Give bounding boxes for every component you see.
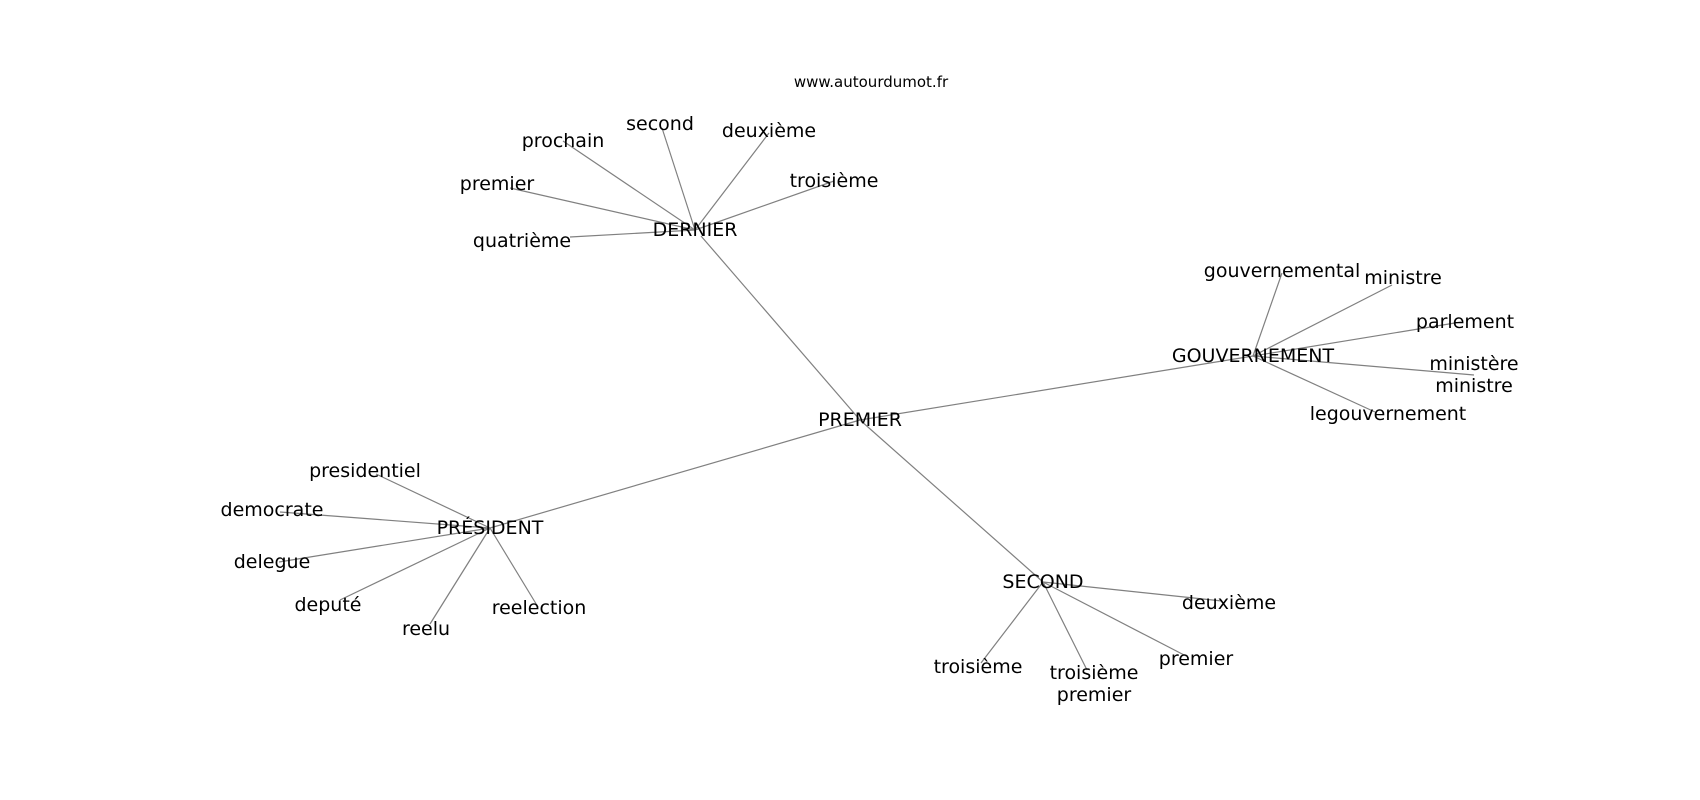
- node-pres-delegue: delegue: [234, 551, 311, 573]
- edge-dernier-to-dernier-quatrieme: [569, 229, 696, 238]
- node-label-dernier-second: second: [626, 113, 694, 135]
- node-label-pres-reelection: reelection: [491, 597, 587, 619]
- edge-president-to-pres-reelu: [429, 527, 491, 625]
- edge-gouvernement-to-gouv-ministre: [1252, 284, 1393, 357]
- node-pres-presidentiel: presidentiel: [309, 460, 421, 482]
- node-label-dernier-prochain: prochain: [521, 130, 605, 152]
- node-label-pres-reelu: reelu: [401, 618, 451, 640]
- edge-president-to-pres-reelection: [489, 527, 539, 608]
- node-gouv-gouvernemental: gouvernemental: [1204, 260, 1360, 282]
- node-pres-democrate: democrate: [221, 499, 324, 521]
- node-label-gouv-ministre: ministre: [1364, 267, 1442, 289]
- node-pres-reelection: reelection: [492, 597, 587, 619]
- node-label-dernier-premier: premier: [459, 173, 535, 195]
- edge-dernier-to-dernier-premier: [509, 187, 696, 231]
- node-label-gouvernement: GOUVERNEMENT: [1171, 345, 1335, 367]
- node-label-gouv-ministere-ministre-1: ministre: [1435, 375, 1513, 397]
- edge-dernier-to-dernier-prochain: [562, 140, 696, 231]
- edge-gouvernement-to-gouv-gouvernemental: [1252, 272, 1283, 357]
- edge-president-to-pres-delegue: [278, 527, 491, 563]
- edge-president-to-pres-democrate: [279, 511, 491, 529]
- node-label-second-troisieme: troisième: [933, 656, 1023, 678]
- node-second-premier: premier: [1159, 648, 1233, 670]
- node-dernier-quatrieme: quatrième: [473, 230, 571, 252]
- node-second-deuxieme: deuxième: [1182, 592, 1276, 614]
- node-label-premier-center: PREMIER: [818, 409, 902, 431]
- edge-second-hub-to-second-troisieme-premier: [1042, 581, 1088, 671]
- node-label-second-troisieme-premier-1: premier: [1056, 684, 1132, 706]
- node-label-president: PRÉSIDENT: [436, 517, 544, 539]
- edge-dernier-to-dernier-second: [661, 127, 696, 231]
- node-gouv-ministre: ministre: [1364, 267, 1442, 289]
- node-pres-depute: deputé: [295, 594, 362, 616]
- edge-premier-center-to-gouvernement: [859, 355, 1254, 421]
- node-label-dernier-troisieme: troisième: [789, 170, 879, 192]
- edge-second-hub-to-second-premier: [1042, 581, 1187, 657]
- node-label-second-troisieme-premier-0: troisième: [1049, 662, 1139, 684]
- edge-president-to-pres-depute: [339, 527, 491, 601]
- edge-president-to-pres-presidentiel: [375, 473, 491, 529]
- node-label-dernier-quatrieme: quatrième: [472, 230, 572, 252]
- node-label-gouv-parlement: parlement: [1415, 311, 1515, 333]
- node-label-gouv-ministere-ministre-0: ministère: [1429, 353, 1519, 375]
- node-dernier-premier: premier: [460, 173, 534, 195]
- edge-dernier-to-dernier-deuxieme: [694, 132, 770, 231]
- edge-gouvernement-to-gouv-ministere-ministre: [1252, 355, 1475, 376]
- node-premier-center: PREMIER: [818, 409, 902, 431]
- node-label-second-hub: SECOND: [1002, 571, 1084, 593]
- node-label-gouv-gouvernemental: gouvernemental: [1203, 260, 1361, 282]
- node-label-pres-delegue: delegue: [233, 551, 311, 573]
- node-gouvernement: GOUVERNEMENT: [1172, 345, 1334, 367]
- edge-second-hub-to-second-deuxieme: [1042, 581, 1223, 602]
- edge-gouvernement-to-gouv-parlement: [1252, 321, 1462, 357]
- node-second-hub: SECOND: [1002, 571, 1083, 593]
- edge-second-hub-to-second-troisieme: [980, 581, 1044, 664]
- edge-premier-center-to-second-hub: [859, 419, 1044, 583]
- node-dernier: DERNIER: [653, 219, 738, 241]
- node-gouv-parlement: parlement: [1416, 311, 1514, 333]
- edge-dernier-to-dernier-troisieme: [694, 180, 835, 231]
- node-label-second-deuxieme: deuxième: [1181, 592, 1277, 614]
- node-label-pres-depute: deputé: [294, 594, 362, 616]
- node-gouv-legouvernement: legouvernement: [1310, 403, 1467, 425]
- node-dernier-troisieme: troisième: [790, 170, 879, 192]
- node-dernier-prochain: prochain: [522, 130, 605, 152]
- edge-gouvernement-to-gouv-legouvernement: [1252, 355, 1376, 413]
- node-president: PRÉSIDENT: [437, 517, 544, 539]
- edge-premier-center-to-president: [489, 419, 861, 529]
- node-label-second-premier: premier: [1158, 648, 1234, 670]
- node-label-pres-democrate: democrate: [220, 499, 324, 521]
- node-second-troisieme: troisième: [934, 656, 1023, 678]
- node-dernier-deuxieme: deuxième: [722, 120, 816, 142]
- node-label-dernier-deuxieme: deuxième: [721, 120, 817, 142]
- node-label-dernier: DERNIER: [652, 219, 738, 241]
- node-dernier-second: second: [626, 113, 694, 135]
- node-label-gouv-legouvernement: legouvernement: [1309, 403, 1467, 425]
- node-pres-reelu: reelu: [402, 618, 450, 640]
- source-label: www.autourdumot.fr: [793, 73, 949, 91]
- edge-premier-center-to-dernier: [700, 235, 861, 421]
- node-label-pres-presidentiel: presidentiel: [309, 460, 421, 482]
